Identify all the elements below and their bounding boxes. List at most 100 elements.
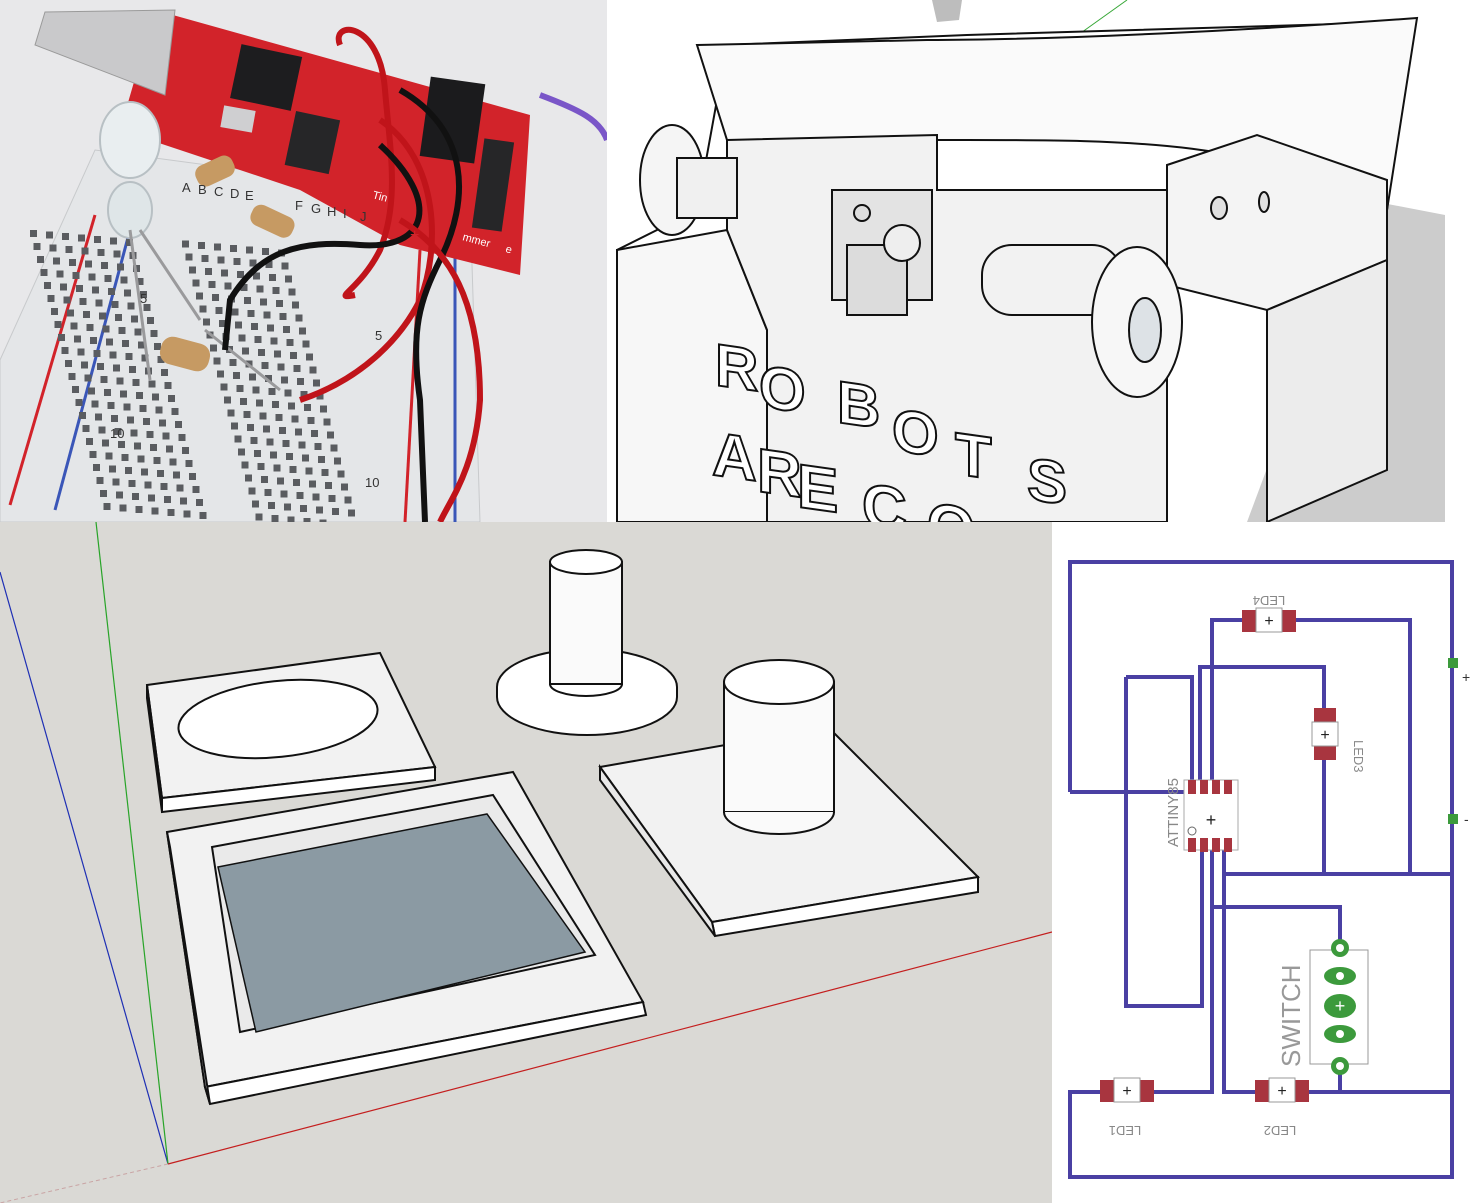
breadboard-hole <box>213 357 221 365</box>
breadboard-hole <box>86 324 94 331</box>
breadboard-hole <box>241 461 249 469</box>
breadboard-hole <box>254 336 262 343</box>
breadboard-hole <box>224 282 232 290</box>
breadboard-hole <box>332 508 339 515</box>
breadboard-hole <box>289 466 297 473</box>
breadboard-hole <box>104 389 111 396</box>
led3-component: + LED3 <box>1311 708 1366 773</box>
breadboard-hole <box>313 379 320 387</box>
breadboard-hole <box>219 320 226 327</box>
breadboard-hole <box>210 344 217 352</box>
pcb-label-suffix: e <box>504 243 513 256</box>
breadboard-hole <box>63 296 71 304</box>
breadboard-hole <box>136 392 143 399</box>
breadboard-hole <box>176 484 184 492</box>
embossed-letter: R <box>715 330 758 404</box>
breadboard-hole <box>238 334 246 342</box>
embossed-letter: B <box>837 368 880 442</box>
breadboard-hole <box>108 288 115 295</box>
breadboard-hole <box>46 231 53 239</box>
breadboard-hole <box>309 366 317 374</box>
breadboard-hole <box>240 398 247 405</box>
breadboard-hole <box>302 340 310 348</box>
breadboard-hole <box>285 275 292 283</box>
breadboard-hole <box>238 448 245 456</box>
breadboard-hole <box>199 512 207 519</box>
breadboard-hole <box>303 518 311 522</box>
breadboard-hole <box>258 349 265 356</box>
breadboard-hole <box>185 460 193 467</box>
breadboard-column-label: B <box>198 182 207 197</box>
breadboard-hole <box>111 415 118 422</box>
breadboard-hole <box>293 365 301 372</box>
breadboard-hole <box>265 261 273 268</box>
breadboard-hole <box>58 334 65 341</box>
breadboard-hole <box>134 442 141 450</box>
breadboard-column-label: A <box>182 180 191 195</box>
breadboard-hole <box>279 313 287 320</box>
breadboard-hole <box>44 282 51 289</box>
breadboard-hole <box>122 340 129 347</box>
breadboard-hole <box>30 230 37 237</box>
breadboard-hole <box>74 335 81 343</box>
breadboard-hole <box>92 286 99 294</box>
breadboard-hole <box>320 405 327 413</box>
breadboard-hole <box>85 260 92 268</box>
breadboard-hole <box>118 441 125 448</box>
breadboard-hole <box>141 468 148 476</box>
breadboard-hole <box>257 463 265 470</box>
breadboard-hole <box>220 383 228 391</box>
breadboard-hole <box>276 300 283 307</box>
breadboard-hole <box>304 404 311 411</box>
breadboard-hole <box>233 372 240 379</box>
breadboard-hole <box>253 272 260 280</box>
breadboard-hole <box>97 363 104 370</box>
breadboard-hole <box>330 444 338 452</box>
breadboard-hole <box>309 480 316 488</box>
breadboard-row-number: 5 <box>375 328 382 343</box>
breadboard-hole <box>125 353 133 360</box>
breadboard-hole <box>300 505 307 512</box>
breadboard-hole <box>137 455 145 463</box>
breadboard-hole <box>76 285 83 292</box>
led2-label: LED2 <box>1264 1123 1297 1138</box>
attiny85-chip: + ATTINY85 <box>1165 778 1239 852</box>
breadboard-hole <box>130 429 138 437</box>
breadboard-hole <box>249 259 257 267</box>
breadboard-hole <box>245 474 252 482</box>
embossed-letter: R <box>757 436 802 511</box>
breadboard-hole <box>151 507 159 515</box>
breadboard-hole <box>141 354 149 362</box>
breadboard-hole <box>247 310 255 317</box>
breadboard-hole <box>70 322 78 330</box>
breadboard-hole <box>157 356 165 363</box>
led2-component: + LED2 <box>1255 1077 1309 1138</box>
sketchup-parts-view <box>0 522 1052 1203</box>
breadboard-hole <box>255 513 263 521</box>
breadboard-hole <box>231 308 239 316</box>
breadboard-hole <box>143 304 151 311</box>
breadboard-hole <box>288 402 295 410</box>
breadboard-hole <box>263 425 270 433</box>
breadboard-hole <box>160 483 168 490</box>
breadboard-hole <box>328 495 336 502</box>
svg-text:+: + <box>1320 727 1329 744</box>
breadboard-hole <box>270 451 277 459</box>
breadboard-hole <box>93 350 101 357</box>
breadboard-hole <box>118 327 126 334</box>
breadboard-hole <box>114 428 122 435</box>
breadboard-hole <box>113 250 121 258</box>
breadboard-hole <box>65 246 73 253</box>
breadboard-hole <box>88 387 95 395</box>
breadboard-hole <box>296 492 304 499</box>
embossed-letter: O <box>892 395 939 469</box>
breadboard-hole <box>150 444 157 451</box>
breadboard-hole <box>65 360 72 367</box>
breadboard-hole <box>279 427 286 434</box>
breadboard-hole <box>286 339 294 346</box>
breadboard-hole <box>316 392 324 400</box>
breadboard-hole <box>295 428 302 436</box>
breadboard-hole <box>79 298 87 305</box>
breadboard-hole <box>116 377 124 385</box>
breadboard-hole <box>72 386 79 393</box>
